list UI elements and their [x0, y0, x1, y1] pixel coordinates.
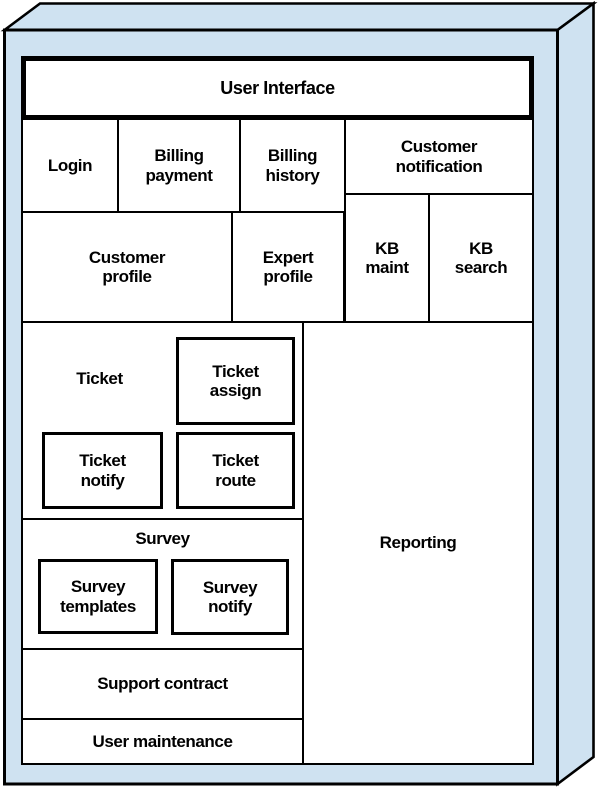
- module-survey-notify-label: Survey notify: [202, 577, 258, 616]
- module-survey-label-wrap: Survey: [23, 527, 302, 551]
- module-user-maintenance: User maintenance: [21, 718, 304, 765]
- module-kb-search: KB search: [428, 193, 534, 323]
- module-survey-templates-label: Survey templates: [60, 577, 136, 616]
- module-ticket: Ticket Ticket assign Ticket notify Ticke…: [21, 321, 304, 520]
- module-support-contract: Support contract: [21, 648, 304, 720]
- module-billing-payment: Billing payment: [117, 118, 241, 213]
- module-kb-maint-label: KB maint: [365, 238, 409, 277]
- module-customer-notification-label: Customer notification: [395, 137, 483, 176]
- module-ticket-assign: Ticket assign: [176, 337, 295, 425]
- module-ticket-notify: Ticket notify: [42, 432, 163, 509]
- slab-top-face: [0, 2, 598, 32]
- module-login-label: Login: [47, 155, 93, 175]
- module-customer-profile-label: Customer profile: [88, 247, 166, 286]
- module-survey-label: Survey: [135, 529, 190, 549]
- module-user-interface-label: User Interface: [220, 77, 335, 98]
- module-user-maintenance-label: User maintenance: [92, 731, 233, 751]
- module-survey: Survey Survey templates Survey notify: [21, 518, 304, 650]
- module-user-interface: User Interface: [21, 56, 534, 120]
- module-support-contract-label: Support contract: [97, 674, 228, 694]
- module-ticket-notify-label: Ticket notify: [79, 451, 126, 490]
- module-billing-history: Billing history: [239, 118, 346, 213]
- module-ticket-label: Ticket: [76, 369, 123, 389]
- module-billing-history-label: Billing history: [265, 146, 320, 185]
- module-survey-templates: Survey templates: [38, 559, 158, 634]
- module-ticket-label-wrap: Ticket: [23, 367, 176, 391]
- module-customer-notification: Customer notification: [344, 118, 534, 195]
- module-billing-payment-label: Billing payment: [145, 146, 213, 185]
- module-ticket-route: Ticket route: [176, 432, 295, 509]
- module-expert-profile-label: Expert profile: [262, 247, 314, 286]
- module-kb-maint: KB maint: [344, 193, 430, 323]
- module-reporting: Reporting: [302, 321, 534, 765]
- module-login: Login: [21, 118, 119, 213]
- module-ticket-assign-label: Ticket assign: [209, 361, 262, 400]
- module-kb-search-label: KB search: [454, 238, 508, 277]
- slab-right-face: [556, 0, 595, 787]
- module-customer-profile: Customer profile: [21, 211, 233, 323]
- module-expert-profile: Expert profile: [231, 211, 345, 323]
- module-reporting-label: Reporting: [379, 533, 457, 553]
- module-survey-notify: Survey notify: [171, 559, 289, 635]
- module-ticket-route-label: Ticket route: [212, 451, 259, 490]
